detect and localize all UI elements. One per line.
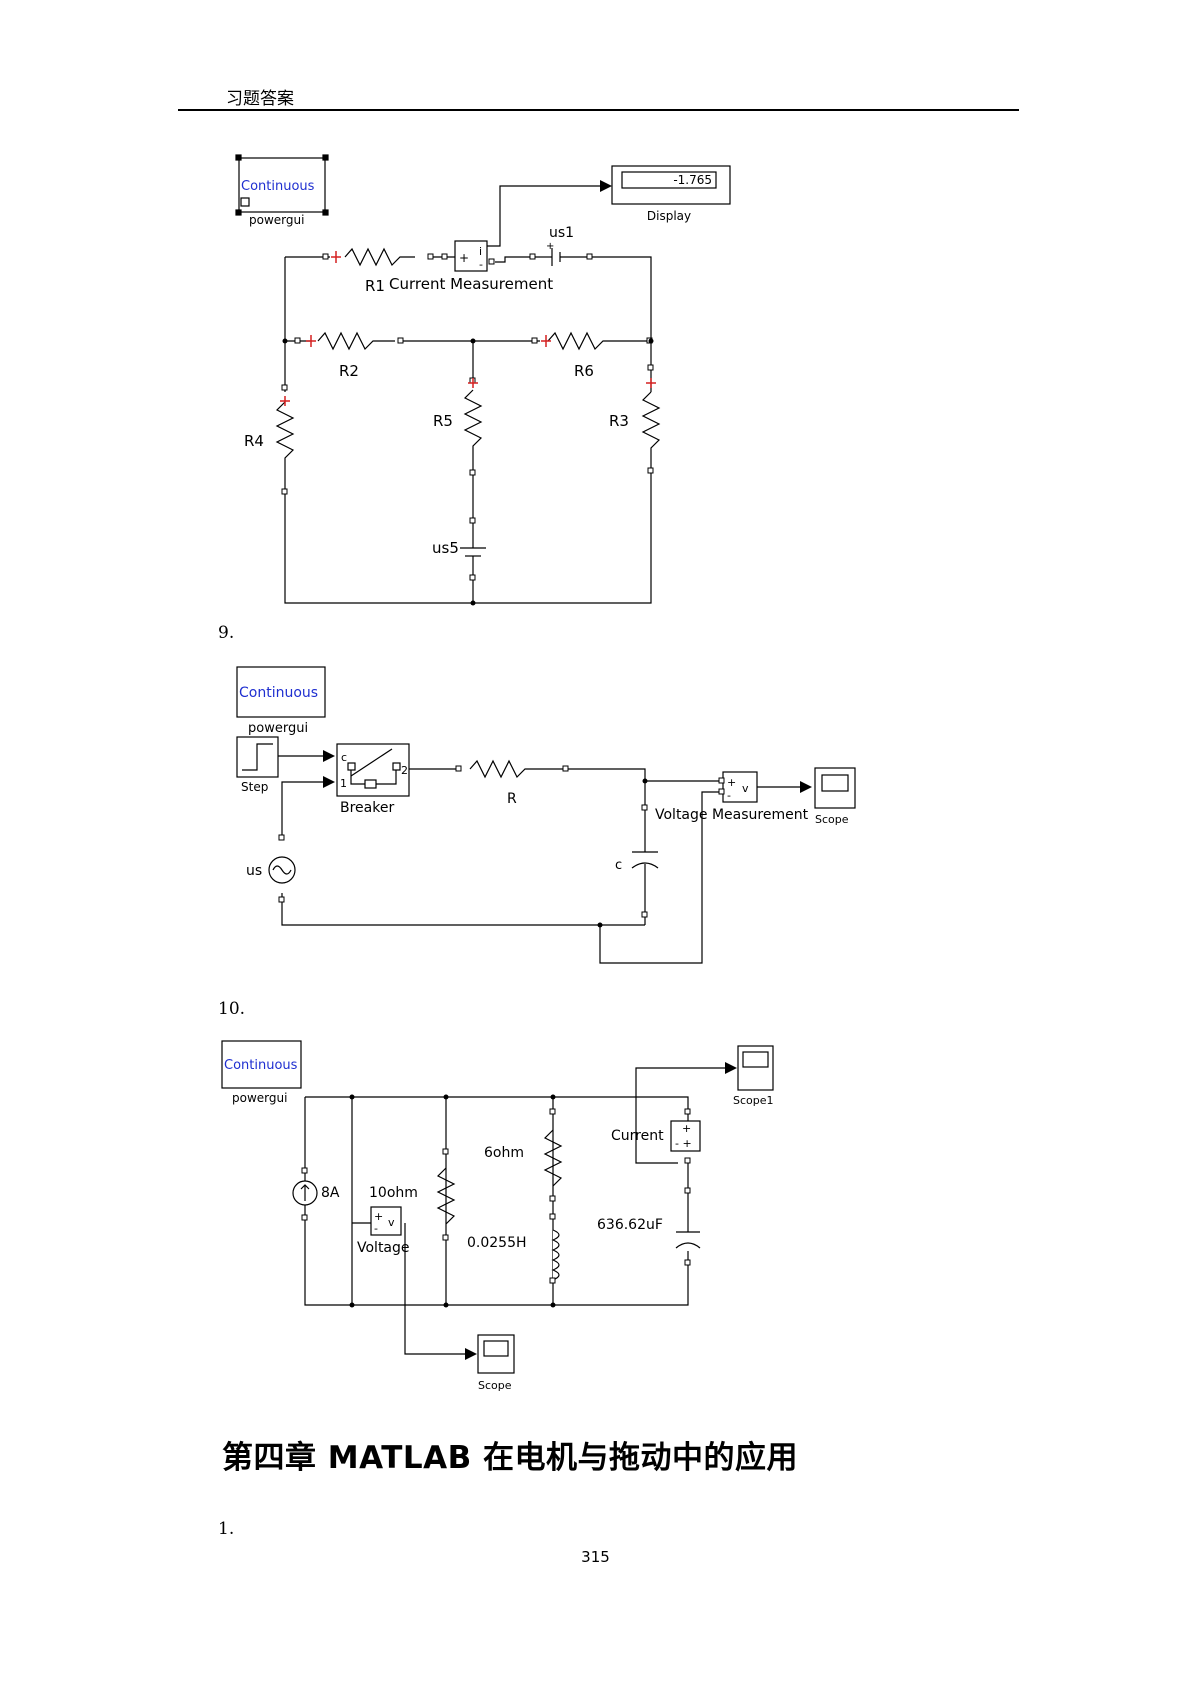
- r10-label: 10ohm: [369, 1185, 418, 1201]
- powergui-block: [236, 666, 326, 718]
- capacitor-label: c: [615, 858, 622, 873]
- powergui-label: powergui: [232, 1091, 287, 1105]
- breaker-label: Breaker: [340, 800, 394, 816]
- vm-v: v: [388, 1216, 395, 1229]
- r6-label: R6: [574, 362, 594, 380]
- resistor-icon: [344, 247, 415, 267]
- voltage-measurement-label: Voltage Measurement: [655, 807, 809, 823]
- scope-icon: [737, 1045, 774, 1091]
- step-label: Step: [241, 780, 268, 794]
- current-source-icon: [292, 1180, 318, 1206]
- breaker-c-port: c: [341, 751, 347, 764]
- us-label: us: [246, 863, 262, 879]
- display-block[interactable]: [611, 165, 731, 205]
- cm-minus: - +: [675, 1137, 692, 1150]
- inductor-label: 0.0255H: [467, 1235, 527, 1251]
- voltage-measurement-block: [722, 771, 758, 803]
- r4-label: R4: [244, 432, 264, 450]
- r-label: R: [507, 791, 517, 807]
- scope1-label: Scope1: [733, 1094, 774, 1107]
- current-measurement-block[interactable]: [454, 240, 488, 272]
- current-measurement-block: [670, 1120, 701, 1152]
- powergui-mode: Continuous: [239, 685, 318, 701]
- breaker-block: [336, 743, 410, 797]
- display-label: Display: [647, 209, 691, 223]
- resistor-icon: [469, 759, 565, 779]
- resistor-icon: [543, 1129, 563, 1187]
- powergui-block: [221, 1040, 302, 1089]
- scope-label: Scope: [815, 813, 849, 826]
- breaker-2-port: 2: [401, 764, 408, 777]
- header-rule: [178, 109, 1019, 111]
- vm-plus: +: [374, 1210, 383, 1223]
- ac-source-icon: [268, 856, 296, 884]
- meter-i: i: [479, 245, 482, 258]
- resistor-icon: [641, 391, 661, 468]
- voltage-measurement-block: [370, 1206, 402, 1236]
- scope-icon: [814, 767, 856, 809]
- capacitor-label: 636.62uF: [597, 1217, 663, 1233]
- chapter-title: 第四章 MATLAB 在电机与拖动中的应用: [222, 1440, 799, 1476]
- inductor-icon: [551, 1229, 560, 1281]
- r5-label: R5: [433, 412, 453, 430]
- resistor-icon: [275, 401, 295, 470]
- vm-plus: +: [727, 776, 736, 789]
- us1-plus: +: [546, 241, 554, 252]
- r2-label: R2: [339, 362, 359, 380]
- arrow-icon: [725, 1062, 737, 1074]
- r1-label: R1: [365, 277, 385, 295]
- cm-plus: +: [682, 1122, 691, 1135]
- arrow-icon: [600, 180, 612, 192]
- scope-icon: [477, 1334, 515, 1374]
- us5-label: us5: [432, 539, 459, 557]
- resistor-icon: [317, 331, 395, 351]
- arrow-icon: [323, 776, 335, 788]
- item-number-9: 9.: [218, 623, 235, 643]
- r3-label: R3: [609, 412, 629, 430]
- powergui-label: powergui: [248, 721, 308, 736]
- item-number-10: 10.: [218, 999, 246, 1019]
- vm-minus: -: [374, 1222, 378, 1235]
- page-number: 315: [581, 1548, 610, 1566]
- item-number-1: 1.: [218, 1519, 235, 1539]
- vm-v: v: [742, 782, 749, 795]
- page-header-title: 习题答案: [226, 89, 294, 109]
- resistor-icon: [463, 389, 483, 470]
- voltage-label: Voltage: [357, 1240, 410, 1256]
- dc-source-icon: [460, 535, 486, 567]
- powergui-mode: Continuous: [241, 179, 315, 194]
- r6-label: 6ohm: [484, 1145, 524, 1161]
- resistor-icon: [547, 331, 612, 351]
- breaker-1-port: 1: [340, 777, 347, 790]
- meter-plus: +: [459, 251, 469, 265]
- powergui-mode: Continuous: [224, 1058, 298, 1073]
- meter-minus: -: [479, 258, 483, 271]
- current-label: Current: [611, 1128, 664, 1144]
- step-icon: [236, 736, 279, 778]
- resistor-icon: [436, 1167, 456, 1225]
- vm-minus: -: [727, 789, 731, 802]
- dc-source-icon: [540, 248, 587, 266]
- scope-label: Scope: [478, 1379, 512, 1392]
- us1-label: us1: [549, 225, 574, 241]
- display-value: -1.765: [673, 173, 712, 187]
- arrow-icon: [323, 750, 335, 762]
- arrow-icon: [465, 1348, 477, 1360]
- source-8a-label: 8A: [321, 1185, 340, 1201]
- powergui-label: powergui: [249, 213, 304, 227]
- current-measurement-label: Current Measurement: [389, 275, 553, 293]
- powergui-block[interactable]: [235, 154, 329, 216]
- arrow-icon: [800, 781, 812, 793]
